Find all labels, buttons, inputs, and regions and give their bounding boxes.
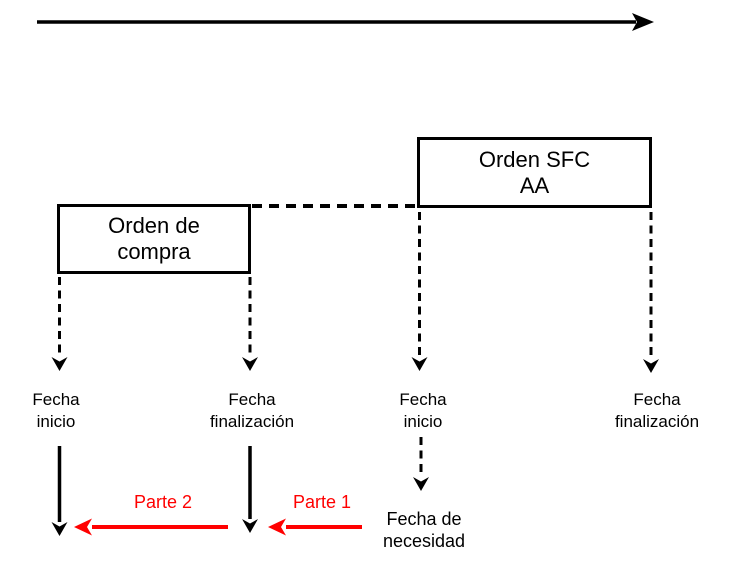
label-fecha-de-necesidad: Fecha de necesidad [382,509,466,551]
sfc-end-dashed-arrow [643,212,659,373]
down-arrowhead-icon [643,359,659,373]
orden-sfc-aa-box: Orden SFC AA [417,137,652,208]
orden-de-compra-box: Orden de compra [57,204,251,274]
compra-start-solid-arrow [51,446,68,536]
down-arrowhead-icon [242,519,258,533]
down-arrowhead-icon [411,357,428,371]
timeline-arrow [37,13,654,31]
orden-sfc-aa-label: Orden SFC AA [478,146,591,198]
sfc-start-dashed-arrow [411,212,428,371]
label-fecha-finalizacion-compra: Fecha finalización [209,390,295,431]
parte-2-arrow [74,518,228,536]
label-fecha-inicio-sfc: Fecha inicio [399,390,447,431]
label-fecha-inicio-compra: Fecha inicio [32,390,80,431]
down-arrowhead-icon [51,522,68,536]
left-arrowhead-icon [74,518,92,536]
compra-start-dashed-arrow [51,277,68,371]
down-arrowhead-icon [242,357,258,371]
compra-end-dashed-arrow [242,277,258,371]
parte-1-arrow [268,518,362,536]
label-parte-2: Parte 2 [133,492,193,512]
down-arrowhead-icon [51,357,68,371]
timeline-arrowhead-icon [632,13,654,31]
compra-end-solid-arrow [242,446,258,533]
orden-de-compra-label: Orden de compra [108,213,200,264]
down-arrowhead-icon [413,477,429,491]
left-arrowhead-icon [268,518,286,536]
need-date-dashed-arrow [413,437,429,491]
label-parte-1: Parte 1 [292,492,352,512]
label-fecha-finalizacion-sfc: Fecha finalización [614,390,700,431]
